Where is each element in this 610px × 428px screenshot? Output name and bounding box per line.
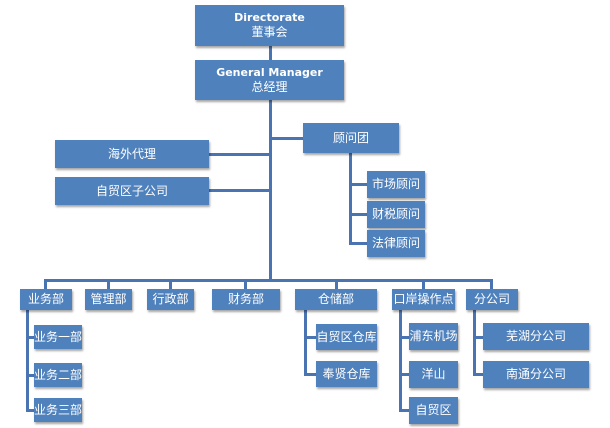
department-port-node[interactable]: 口岸操作点 (392, 289, 455, 310)
directorate-node[interactable]: Directorate 董事会 (195, 5, 344, 46)
subunit-label: 芜湖分公司 (505, 329, 566, 343)
overseas-agent-label: 海外代理 (107, 146, 156, 161)
department-warehouse-node[interactable]: 仓储部 (295, 289, 377, 310)
connector-line (399, 409, 409, 412)
warehouse-subunit-node[interactable]: 自贸区仓库 (316, 324, 377, 350)
connector-line (349, 213, 367, 216)
connector-line (269, 46, 272, 60)
department-label: 财务部 (227, 292, 264, 306)
connector-line (26, 374, 34, 377)
advisory-member-label: 市场顾问 (371, 177, 420, 191)
directorate-label-en: Directorate (234, 11, 305, 24)
connector-line (107, 279, 110, 289)
branch-subunit-node[interactable]: 芜湖分公司 (483, 323, 589, 350)
warehouse-subunit-node[interactable]: 奉贤仓库 (316, 361, 377, 387)
port-subunit-node[interactable]: 浦东机场 (409, 323, 458, 350)
advisory-label: 顾问团 (332, 130, 369, 145)
connector-line (44, 279, 493, 282)
subunit-label: 洋山 (421, 367, 446, 381)
connector-line (209, 189, 271, 192)
connector-line (26, 310, 29, 412)
connector-line (271, 137, 303, 140)
advisory-member-label: 法律顾问 (371, 236, 420, 250)
advisory-member-label: 财税顾问 (371, 207, 420, 221)
connector-line (473, 336, 483, 339)
department-label: 业务部 (27, 292, 64, 306)
connector-line (422, 279, 425, 289)
advisory-member-node[interactable]: 市场顾问 (367, 171, 425, 198)
connector-line (335, 279, 338, 289)
connector-line (304, 336, 316, 339)
business-subunit-node[interactable]: 业务三部 (34, 398, 82, 422)
subunit-label: 业务三部 (34, 402, 83, 417)
connector-line (244, 279, 247, 289)
connector-line (26, 409, 34, 412)
connector-line (399, 310, 402, 412)
department-finance-node[interactable]: 财务部 (212, 289, 280, 310)
general-manager-node[interactable]: General Manager 总经理 (195, 60, 344, 100)
department-label: 口岸操作点 (393, 292, 454, 306)
connector-line (490, 279, 493, 289)
overseas-agent-node[interactable]: 海外代理 (55, 140, 209, 168)
department-label: 仓储部 (317, 292, 354, 306)
connector-line (169, 279, 172, 289)
department-label: 管理部 (90, 292, 127, 306)
advisory-node[interactable]: 顾问团 (303, 123, 399, 153)
ftz-subsidiary-label: 自贸区子公司 (95, 183, 168, 198)
department-branch-node[interactable]: 分公司 (466, 289, 518, 310)
subunit-label: 浦东机场 (409, 329, 458, 343)
subunit-label: 奉贤仓库 (322, 366, 371, 381)
business-subunit-node[interactable]: 业务一部 (34, 325, 82, 349)
subunit-label: 南通分公司 (505, 367, 566, 381)
connector-line (349, 242, 367, 245)
department-label: 分公司 (473, 292, 510, 306)
port-subunit-node[interactable]: 自贸区 (409, 397, 458, 424)
general-manager-label-zh: 总经理 (251, 79, 288, 94)
connector-line (349, 183, 367, 186)
department-management-node[interactable]: 管理部 (85, 289, 132, 310)
port-subunit-node[interactable]: 洋山 (409, 361, 458, 388)
directorate-label-zh: 董事会 (251, 25, 288, 39)
department-administration-node[interactable]: 行政部 (147, 289, 194, 310)
connector-line (209, 153, 271, 156)
subunit-label: 自贸区仓库 (316, 329, 377, 344)
ftz-subsidiary-node[interactable]: 自贸区子公司 (55, 177, 209, 205)
business-subunit-node[interactable]: 业务二部 (34, 363, 82, 387)
connector-line (44, 279, 47, 289)
branch-subunit-node[interactable]: 南通分公司 (483, 361, 589, 388)
subunit-label: 业务二部 (34, 367, 83, 382)
connector-line (473, 310, 476, 376)
advisory-member-node[interactable]: 法律顾问 (367, 230, 425, 257)
general-manager-label-en: General Manager (216, 65, 323, 79)
connector-line (399, 336, 409, 339)
connector-line (304, 373, 316, 376)
department-business-node[interactable]: 业务部 (20, 289, 72, 310)
advisory-member-node[interactable]: 财税顾问 (367, 201, 425, 228)
connector-line (26, 336, 34, 339)
connector-line (473, 373, 483, 376)
subunit-label: 自贸区 (415, 403, 452, 417)
connector-line (349, 153, 352, 245)
subunit-label: 业务一部 (34, 329, 83, 344)
connector-line (304, 310, 307, 376)
department-label: 行政部 (152, 292, 189, 306)
connector-line (399, 373, 409, 376)
